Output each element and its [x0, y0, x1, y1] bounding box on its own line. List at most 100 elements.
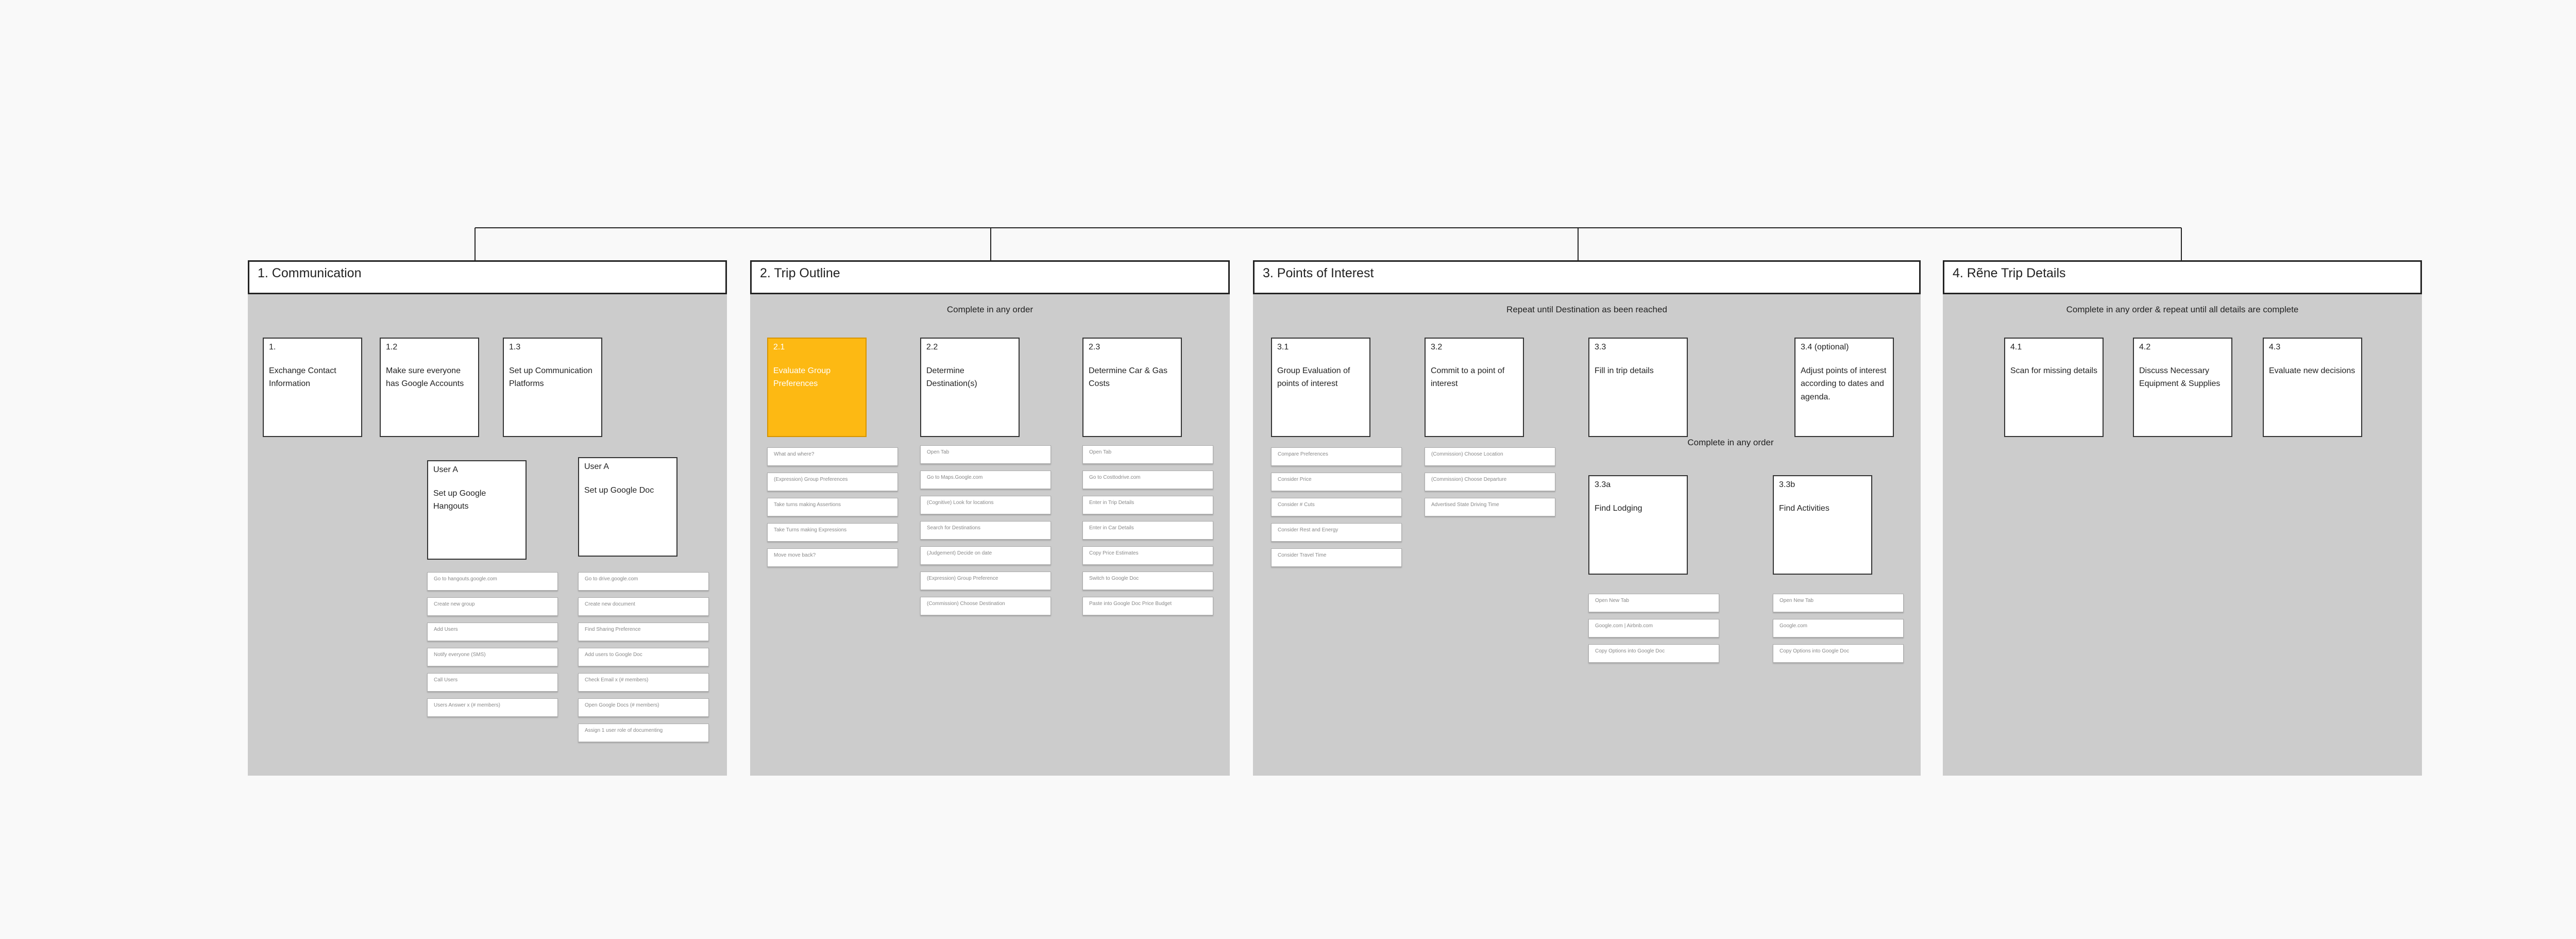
card-title: Evaluate new decisions	[2269, 366, 2355, 375]
step-item: Compare Preferences	[1271, 447, 1402, 466]
step-item: Consider Price	[1271, 473, 1402, 491]
card-title: Set up Communication Platforms	[509, 366, 592, 389]
step-item: Open Google Docs (# members)	[578, 698, 709, 717]
step-item: Notify everyone (SMS)	[427, 648, 558, 666]
phase-4-header: 4. Rẽne Trip Details	[1943, 260, 2422, 294]
card-number: 1.3	[509, 343, 521, 351]
step-item: Take turns making Assertions	[767, 498, 898, 516]
card-number: User A	[584, 462, 609, 471]
step-item: Open New Tab	[1773, 594, 1904, 612]
step-item: Copy Options into Google Doc	[1773, 644, 1904, 663]
step-item: Create new document	[578, 597, 709, 616]
phase-1-title: 1. Communication	[258, 266, 362, 280]
card-number: 4.2	[2139, 343, 2151, 351]
card-number: 2.2	[926, 343, 938, 351]
card-number: 3.4 (optional)	[1801, 343, 1849, 351]
phase-3-subnote: Complete in any order	[1638, 438, 1823, 448]
card-title: Determine Destination(s)	[926, 366, 977, 389]
card-title: Scan for missing details	[2010, 366, 2097, 375]
card-title: Make sure everyone has Google Accounts	[386, 366, 464, 389]
card-number: 1.	[269, 343, 276, 351]
step-item: Copy Price Estimates	[1082, 546, 1213, 565]
card-title: Group Evaluation of points of interest	[1277, 366, 1350, 389]
step-item: (Expression) Group Preferences	[767, 473, 898, 491]
card-number: User A	[433, 465, 459, 474]
step-item: Copy Options into Google Doc	[1588, 644, 1719, 663]
step-item: Move move back?	[767, 548, 898, 567]
step-item: Create new group	[427, 597, 558, 616]
step-item: Add Users	[427, 623, 558, 641]
step-item: Call Users	[427, 673, 558, 692]
card-1-3-doc: User A Set up Google Doc	[578, 457, 677, 557]
card-number: 3.2	[1431, 343, 1443, 351]
card-number: 4.1	[2010, 343, 2022, 351]
step-item: Open Tab	[920, 445, 1051, 464]
step-item: (Commission) Choose Departure	[1425, 473, 1555, 491]
step-item: Open New Tab	[1588, 594, 1719, 612]
phase-4-note: Complete in any order & repeat until all…	[2066, 305, 2299, 314]
card-title: Find Lodging	[1595, 504, 1642, 513]
step-item: Google.com | Airbnb.com	[1588, 619, 1719, 638]
step-item: (Judgement) Decide on date	[920, 546, 1051, 565]
step-item: Go to Maps.Google.com	[920, 471, 1051, 489]
card-number: 3.3a	[1595, 480, 1611, 489]
step-item: Consider Rest and Energy	[1271, 523, 1402, 542]
card-1-3-hangouts: User A Set up Google Hangouts	[427, 460, 527, 560]
card-number: 3.1	[1277, 343, 1289, 351]
card-title: Fill in trip details	[1595, 366, 1654, 375]
step-item: Go to hangouts.google.com	[427, 572, 558, 591]
card-number: 3.3b	[1779, 480, 1795, 489]
phase-3-note: Repeat until Destination as been reached	[1506, 305, 1667, 314]
step-item: What and where?	[767, 447, 898, 466]
step-item: Users Answer x (# members)	[427, 698, 558, 717]
card-title: Set up Google Hangouts	[433, 489, 486, 511]
step-item: Advertised State Driving Time	[1425, 498, 1555, 516]
card-number: 4.3	[2269, 343, 2281, 351]
phase-3-header: 3. Points of Interest	[1253, 260, 1921, 294]
step-item: Google.com	[1773, 619, 1904, 638]
phase-2-note: Complete in any order	[946, 305, 1033, 314]
phase-2-header: 2. Trip Outline	[750, 260, 1230, 294]
card-title: Adjust points of interest according to d…	[1801, 366, 1887, 401]
card-title: Determine Car & Gas Costs	[1089, 366, 1167, 389]
step-item: Go to Costtodrive.com	[1082, 471, 1213, 489]
step-item: (Cognitive) Look for locations	[920, 496, 1051, 514]
card-1-1: 1.Exchange Contact Information	[263, 338, 362, 437]
step-item: Consider # Cuts	[1271, 498, 1402, 516]
card-title: Set up Google Doc	[584, 485, 654, 495]
card-title: Commit to a point of interest	[1431, 366, 1505, 389]
step-item: Go to drive.google.com	[578, 572, 709, 591]
step-item: Add users to Google Doc	[578, 648, 709, 666]
card-number: 1.2	[386, 343, 398, 351]
card-number: 2.1	[773, 343, 785, 351]
card-number: 3.3	[1595, 343, 1606, 351]
card-number: 2.3	[1089, 343, 1100, 351]
step-item: Enter in Trip Details	[1082, 496, 1213, 514]
phase-2-title: 2. Trip Outline	[760, 266, 840, 280]
card-title: Evaluate Group Preferences	[773, 366, 831, 389]
step-item: (Commission) Choose Destination	[920, 597, 1051, 615]
phase-3-title: 3. Points of Interest	[1263, 266, 1374, 280]
phase-1-header: 1. Communication	[248, 260, 727, 294]
step-item: Search for Destinations	[920, 521, 1051, 540]
step-item: (Commission) Choose Location	[1425, 447, 1555, 466]
card-title: Find Activities	[1779, 504, 1829, 513]
step-item: Enter in Car Details	[1082, 521, 1213, 540]
card-title: Discuss Necessary Equipment & Supplies	[2139, 366, 2221, 389]
step-item: Switch to Google Doc	[1082, 572, 1213, 590]
step-item: Take Turns making Expressions	[767, 523, 898, 542]
step-item: (Expression) Group Preference	[920, 572, 1051, 590]
phase-4-title: 4. Rẽne Trip Details	[1953, 266, 2066, 280]
